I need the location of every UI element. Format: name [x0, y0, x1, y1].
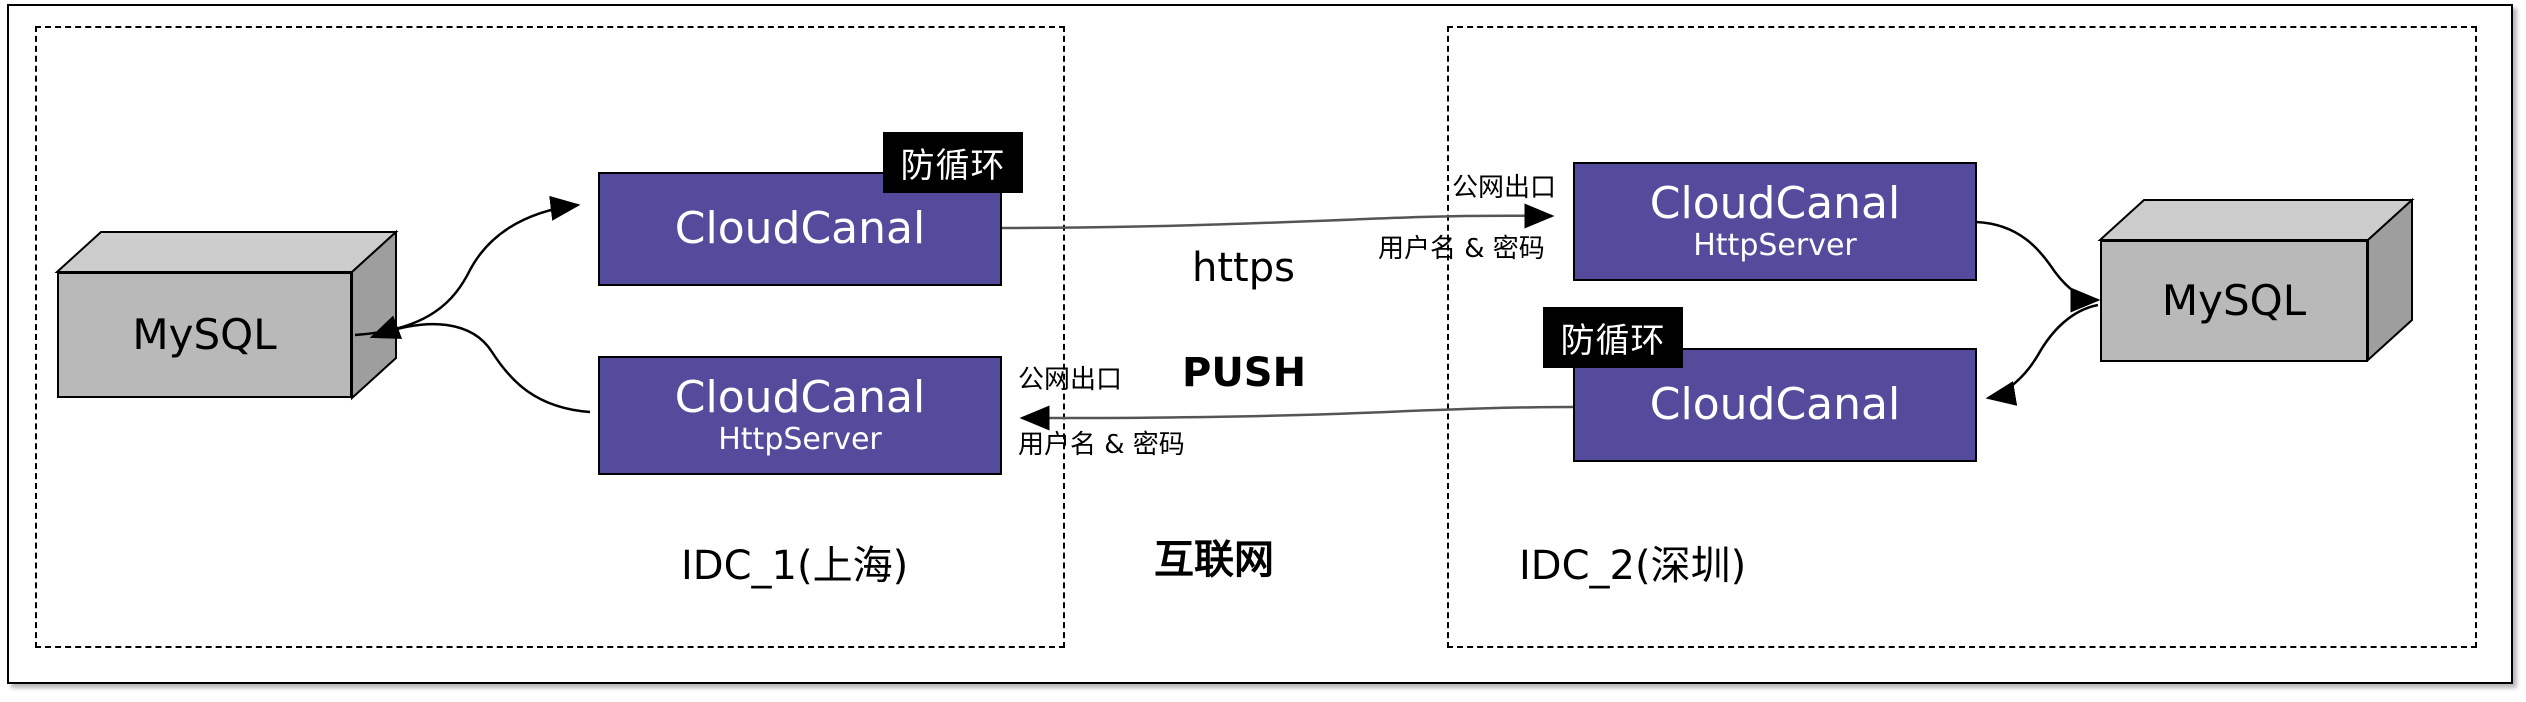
database-mysql-left: MySQL — [54, 229, 402, 401]
edge-label-bottom-credentials: 用户名 & 密码 — [1018, 430, 1185, 460]
database-mysql-left-face: MySQL — [57, 272, 352, 398]
cube-3d-shape — [2097, 197, 2415, 363]
edge-label-bottom-exit: 公网出口 — [1018, 365, 1123, 395]
edge-label-bottom-protocol: PUSH — [1182, 350, 1307, 396]
node-cloudcanal-left-top-title: CloudCanal — [674, 202, 926, 254]
node-cloudcanal-left-top[interactable]: CloudCanal — [598, 172, 1002, 286]
node-cloudcanal-right-bottom-title: CloudCanal — [1649, 378, 1901, 430]
node-cloudcanal-left-bottom[interactable]: CloudCanal HttpServer — [598, 356, 1002, 475]
zone-idc2 — [1447, 26, 2477, 648]
node-cloudcanal-right-top-subtitle: HttpServer — [1693, 228, 1857, 264]
badge-anti-loop-right: 防循环 — [1543, 307, 1683, 368]
node-cloudcanal-right-top-title: CloudCanal — [1649, 177, 1901, 229]
database-mysql-right-label: MySQL — [2161, 276, 2307, 325]
zone-idc2-label: IDC_2(深圳) — [1519, 543, 1747, 589]
zone-idc1-label: IDC_1(上海) — [681, 543, 909, 589]
database-mysql-right: MySQL — [2097, 197, 2445, 368]
edge-label-top-exit: 公网出口 — [1452, 173, 1557, 203]
zone-internet-label: 互联网 — [1154, 537, 1274, 583]
node-cloudcanal-left-bottom-subtitle: HttpServer — [718, 422, 882, 458]
badge-anti-loop-left: 防循环 — [883, 132, 1023, 193]
node-cloudcanal-right-top[interactable]: CloudCanal HttpServer — [1573, 162, 1977, 281]
edge-label-top-protocol: https — [1192, 245, 1295, 291]
edge-label-top-credentials: 用户名 & 密码 — [1378, 234, 1545, 264]
database-mysql-right-face: MySQL — [2100, 240, 2368, 362]
database-mysql-left-label: MySQL — [132, 310, 277, 359]
zone-idc1 — [35, 26, 1065, 648]
node-cloudcanal-left-bottom-title: CloudCanal — [674, 371, 926, 423]
